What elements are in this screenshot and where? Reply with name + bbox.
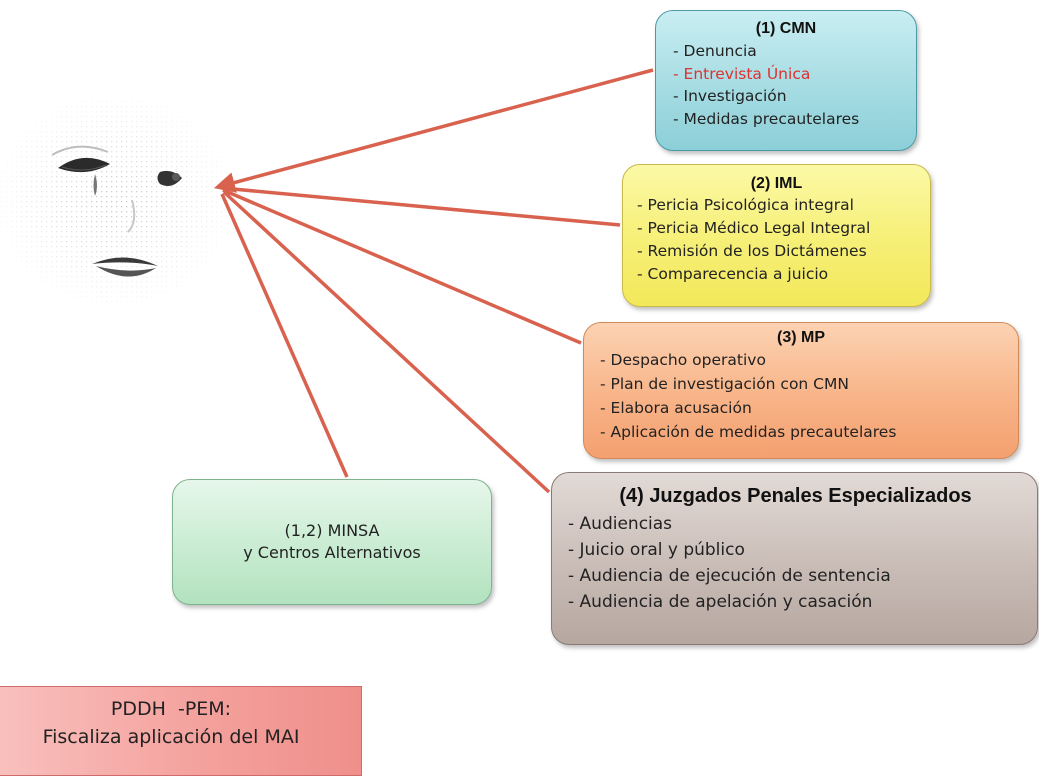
arrow-minsa [220, 193, 349, 478]
arrow-jpe [222, 190, 551, 494]
cmn-item-highlighted: - Entrevista Única [673, 64, 811, 83]
iml-box: (2) IML - Pericia Psicológica integral -… [622, 164, 931, 307]
cmn-list: - Denuncia - Entrevista Única - Investig… [673, 40, 916, 130]
juzgados-item: - Juicio oral y público [568, 540, 745, 560]
juzgados-list: - Audiencias - Juicio oral y público - A… [568, 511, 1037, 615]
pddh-line-1: PDDH -PEM: [110, 698, 232, 720]
juzgados-item: - Audiencias [568, 514, 673, 534]
minsa-line-2: y Centros Alternativos [243, 543, 421, 562]
iml-list: - Pericia Psicológica integral - Pericia… [637, 194, 930, 286]
juzgados-title: (4) Juzgados Penales Especializados [619, 485, 972, 507]
juzgados-item: - Audiencia de apelación y casación [568, 592, 873, 612]
juzgados-box: (4) Juzgados Penales Especializados - Au… [551, 472, 1038, 645]
iml-title: (2) IML [750, 175, 803, 192]
cmn-item: - Medidas precautelares [673, 109, 860, 128]
iml-item: - Comparecencia a juicio [637, 265, 829, 283]
mp-item: - Elabora acusación [600, 399, 752, 417]
mp-list: - Despacho operativo - Plan de investiga… [600, 348, 1018, 444]
pddh-line-2: Fiscaliza aplicación del MAI [42, 726, 300, 748]
arrow-cmn [213, 68, 654, 193]
mp-title: (3) MP [777, 329, 825, 346]
cmn-item: - Denuncia [673, 42, 757, 60]
mp-box: (3) MP - Despacho operativo - Plan de in… [583, 322, 1019, 459]
mp-item: - Aplicación de medidas precautelares [600, 423, 897, 441]
crying-face-image [0, 100, 230, 320]
juzgados-item: - Audiencia de ejecución de sentencia [568, 566, 891, 586]
arrow-iml [221, 186, 621, 227]
iml-item: - Remisión de los Dictámenes [637, 242, 867, 260]
cmn-title: (1) CMN [755, 20, 817, 37]
arrow-mp [222, 188, 582, 345]
iml-item: - Pericia Médico Legal Integral [637, 219, 871, 237]
minsa-line-1: (1,2) MINSA [284, 521, 380, 540]
iml-item: - Pericia Psicológica integral [637, 196, 854, 214]
mp-item: - Plan de investigación con CMN [600, 375, 849, 393]
mp-item: - Despacho operativo [600, 351, 766, 369]
cmn-box: (1) CMN - Denuncia - Entrevista Única - … [655, 10, 917, 151]
minsa-box: (1,2) MINSA y Centros Alternativos [172, 479, 492, 605]
cmn-item: - Investigación [673, 87, 787, 105]
